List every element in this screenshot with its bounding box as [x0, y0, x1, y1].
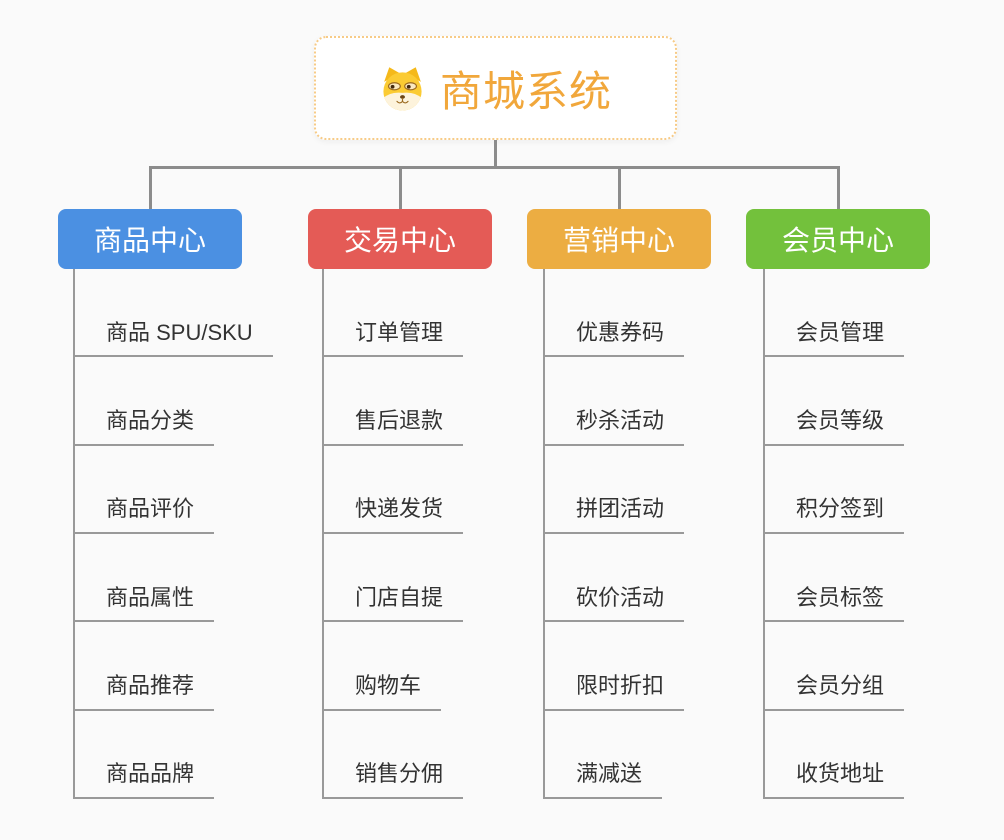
leaf-topic[interactable]: 订单管理: [322, 319, 464, 358]
leaf-topic[interactable]: 销售分佣: [322, 760, 464, 799]
branch-drop-line: [149, 166, 152, 211]
branch-drop-line: [399, 166, 402, 211]
leaf-topic[interactable]: 快递发货: [322, 495, 464, 534]
leaf-topic[interactable]: 优惠券码: [543, 319, 685, 358]
leaf-topic[interactable]: 商品属性: [73, 584, 215, 623]
root-node[interactable]: 商城系统: [314, 36, 677, 140]
leaf-topic[interactable]: 满减送: [543, 760, 663, 799]
leaf-topic[interactable]: 会员标签: [763, 584, 905, 623]
leaf-topic[interactable]: 会员分组: [763, 672, 905, 711]
branch-drop-line: [837, 166, 840, 211]
leaf-topic[interactable]: 商品分类: [73, 407, 215, 446]
root-stem-line: [494, 140, 497, 168]
branch-children-product-center: 商品 SPU/SKU 商品分类 商品评价 商品属性 商品推荐 商品品牌: [73, 269, 321, 799]
branch-header-trade-center[interactable]: 交易中心: [308, 209, 492, 269]
branch-bus-line: [149, 166, 840, 169]
leaf-topic[interactable]: 收货地址: [763, 760, 905, 799]
branch-header-member-center[interactable]: 会员中心: [746, 209, 930, 269]
leaf-topic[interactable]: 拼团活动: [543, 495, 685, 534]
leaf-topic[interactable]: 商品评价: [73, 495, 215, 534]
leaf-topic[interactable]: 商品 SPU/SKU: [73, 319, 273, 358]
leaf-topic[interactable]: 商品推荐: [73, 672, 215, 711]
branch-drop-line: [618, 166, 621, 211]
branch-children-member-center: 会员管理 会员等级 积分签到 会员标签 会员分组 收货地址: [763, 269, 1004, 799]
leaf-topic[interactable]: 会员管理: [763, 319, 905, 358]
leaf-topic[interactable]: 砍价活动: [543, 584, 685, 623]
branch-children-marketing-center: 优惠券码 秒杀活动 拼团活动 砍价活动 限时折扣 满减送: [543, 269, 791, 799]
leaf-topic[interactable]: 限时折扣: [543, 672, 685, 711]
leaf-topic[interactable]: 门店自提: [322, 584, 464, 623]
branch-header-marketing-center[interactable]: 营销中心: [527, 209, 711, 269]
leaf-topic[interactable]: 商品品牌: [73, 760, 215, 799]
branch-header-product-center[interactable]: 商品中心: [58, 209, 242, 269]
leaf-topic[interactable]: 会员等级: [763, 407, 905, 446]
leaf-topic[interactable]: 售后退款: [322, 407, 464, 446]
root-title: 商城系统: [439, 67, 612, 115]
branch-children-trade-center: 订单管理 售后退款 快递发货 门店自提 购物车 销售分佣: [322, 269, 570, 799]
leaf-topic[interactable]: 购物车: [322, 672, 442, 711]
leaf-topic[interactable]: 秒杀活动: [543, 407, 685, 446]
leaf-topic[interactable]: 积分签到: [763, 495, 905, 534]
doge-icon: [383, 66, 422, 111]
